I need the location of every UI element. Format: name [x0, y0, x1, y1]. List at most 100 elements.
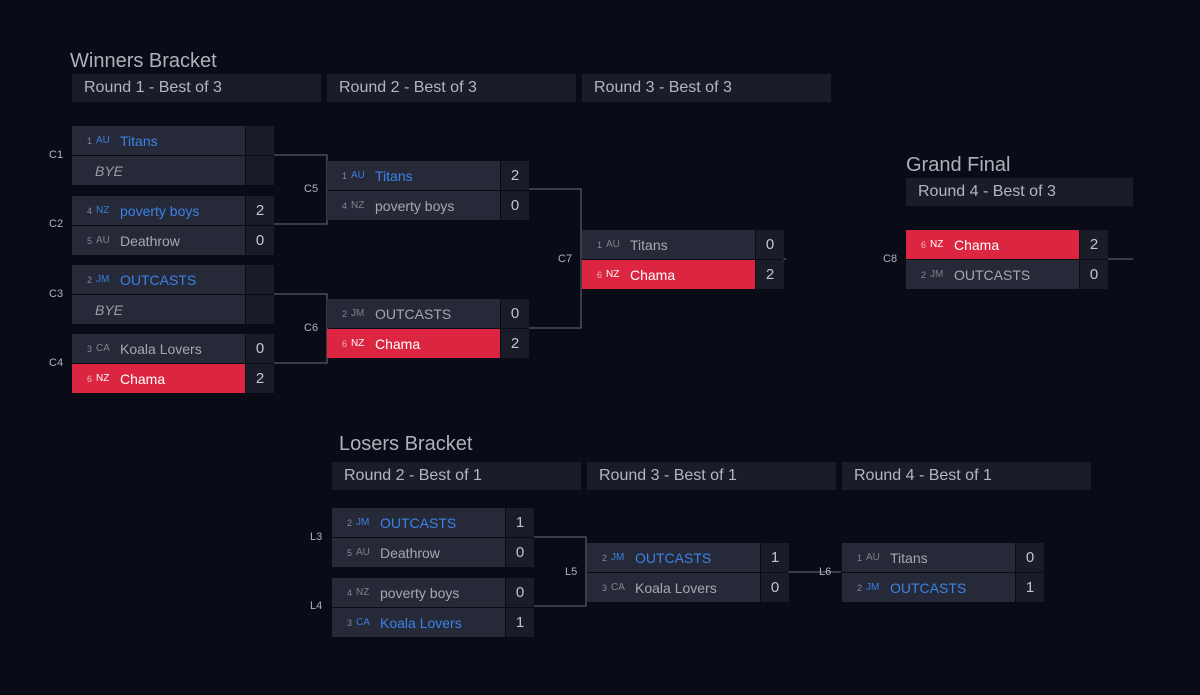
seed: 2 — [341, 308, 347, 319]
team-name[interactable]: Koala Lovers — [635, 579, 717, 596]
country-code: JM — [930, 269, 944, 280]
team-cell: 3 CA Koala Lovers — [587, 573, 760, 602]
match-c6-bottom-slot[interactable]: 6 NZ Chama 2 — [327, 329, 529, 358]
match-label-c1: C1 — [49, 149, 64, 161]
match-c6-top-slot[interactable]: 2 JM OUTCASTS 0 — [327, 299, 529, 328]
team-cell: 4 NZ poverty boys — [327, 191, 500, 220]
team-name[interactable]: Chama — [630, 266, 676, 283]
match-c4-bottom-slot[interactable]: 6 NZ Chama 2 — [72, 364, 274, 393]
match-c3-top-slot[interactable]: 2 JM OUTCASTS — [72, 265, 274, 294]
team-name[interactable]: Koala Lovers — [380, 614, 462, 631]
team-name[interactable]: poverty boys — [380, 584, 460, 601]
team-cell: 1 AU Titans — [842, 543, 1015, 572]
match-c8-bottom-slot[interactable]: 2 JM OUTCASTS 0 — [906, 260, 1108, 289]
connector-c6-c7 — [529, 259, 582, 329]
team-name[interactable]: Chama — [120, 370, 166, 387]
match-l4-bottom-slot[interactable]: 3 CA Koala Lovers 1 — [332, 608, 534, 637]
seed: 3 — [601, 582, 607, 593]
match-c8-top-slot[interactable]: 6 NZ Chama 2 — [906, 230, 1108, 259]
losers-round-3-header: Round 3 - Best of 1 — [587, 462, 836, 490]
score: 2 — [1080, 230, 1108, 259]
match-c8[interactable]: 6 NZ Chama 2 2 JM OUTCASTS 0 — [906, 230, 1108, 290]
team-name[interactable]: OUTCASTS — [954, 266, 1031, 283]
grand-final-round-header: Round 4 - Best of 3 — [906, 178, 1133, 206]
match-l4-top-slot[interactable]: 4 NZ poverty boys 0 — [332, 578, 534, 607]
team-name[interactable]: OUTCASTS — [375, 305, 452, 322]
score: 0 — [1016, 543, 1044, 572]
seed: 1 — [856, 552, 862, 563]
losers-bracket-title: Losers Bracket — [339, 433, 473, 455]
seed: 1 — [341, 170, 347, 181]
team-name[interactable]: Koala Lovers — [120, 340, 202, 357]
match-l3-bottom-slot[interactable]: 5 AU Deathrow 0 — [332, 538, 534, 567]
team-name[interactable]: OUTCASTS — [635, 549, 712, 566]
team-name[interactable]: Titans — [120, 132, 158, 149]
seed: 2 — [346, 517, 352, 528]
match-c1-top-slot[interactable]: 1 AU Titans — [72, 126, 274, 155]
country-code: NZ — [356, 587, 370, 598]
team-name[interactable]: poverty boys — [120, 202, 200, 219]
score: 2 — [501, 161, 529, 190]
country-code: JM — [96, 274, 110, 285]
match-l5-top-slot[interactable]: 2 JM OUTCASTS 1 — [587, 543, 789, 572]
team-name[interactable]: OUTCASTS — [890, 579, 967, 596]
seed: 6 — [86, 373, 92, 384]
match-l6-top-slot[interactable]: 1 AU Titans 0 — [842, 543, 1044, 572]
bye-label: BYE — [95, 162, 124, 179]
match-c2-top-slot[interactable]: 4 NZ poverty boys 2 — [72, 196, 274, 225]
match-c1[interactable]: 1 AU Titans BYE — [72, 126, 274, 186]
team-cell: 5 AU Deathrow — [332, 538, 505, 567]
team-name[interactable]: Chama — [375, 335, 421, 352]
team-cell: 2 JM OUTCASTS — [327, 299, 500, 328]
team-name[interactable]: poverty boys — [375, 197, 455, 214]
connector-l4-l5 — [534, 572, 587, 607]
seed: 1 — [86, 135, 92, 146]
team-name[interactable]: Chama — [954, 236, 1000, 253]
match-c4-top-slot[interactable]: 3 CA Koala Lovers 0 — [72, 334, 274, 363]
country-code: NZ — [606, 269, 620, 280]
match-c2-bottom-slot[interactable]: 5 AU Deathrow 0 — [72, 226, 274, 255]
team-name[interactable]: OUTCASTS — [380, 514, 457, 531]
team-cell: 6 NZ Chama — [327, 329, 500, 358]
team-name[interactable]: OUTCASTS — [120, 271, 197, 288]
score: 1 — [506, 608, 534, 637]
match-c6[interactable]: 2 JM OUTCASTS 0 6 NZ Chama 2 — [327, 299, 529, 359]
team-cell: 1 AU Titans — [582, 230, 755, 259]
team-cell: 4 NZ poverty boys — [72, 196, 245, 225]
team-cell: 2 JM OUTCASTS — [72, 265, 245, 294]
match-c7-bottom-slot[interactable]: 6 NZ Chama 2 — [582, 260, 784, 289]
match-l6[interactable]: 1 AU Titans 0 2 JM OUTCASTS 1 — [842, 543, 1044, 603]
team-name[interactable]: Titans — [630, 236, 668, 253]
score: 0 — [761, 573, 789, 602]
winners-round-1-header: Round 1 - Best of 3 — [72, 74, 321, 102]
country-code: AU — [96, 135, 110, 146]
match-c5[interactable]: 1 AU Titans 2 4 NZ poverty boys 0 — [327, 161, 529, 221]
match-l6-bottom-slot[interactable]: 2 JM OUTCASTS 1 — [842, 573, 1044, 602]
team-name[interactable]: Deathrow — [120, 232, 180, 249]
match-label-l3: L3 — [310, 531, 323, 543]
score — [246, 295, 274, 324]
country-code: NZ — [351, 200, 365, 211]
team-name[interactable]: Titans — [890, 549, 928, 566]
country-code: CA — [611, 582, 625, 593]
match-c3[interactable]: 2 JM OUTCASTS BYE — [72, 265, 274, 325]
match-c7-top-slot[interactable]: 1 AU Titans 0 — [582, 230, 784, 259]
match-c5-bottom-slot[interactable]: 4 NZ poverty boys 0 — [327, 191, 529, 220]
match-c4[interactable]: 3 CA Koala Lovers 0 6 NZ Chama 2 — [72, 334, 274, 394]
team-name[interactable]: Titans — [375, 167, 413, 184]
seed: 3 — [86, 343, 92, 354]
country-code: NZ — [351, 338, 365, 349]
match-l5[interactable]: 2 JM OUTCASTS 1 3 CA Koala Lovers 0 — [587, 543, 789, 603]
match-l5-bottom-slot[interactable]: 3 CA Koala Lovers 0 — [587, 573, 789, 602]
team-name[interactable]: Deathrow — [380, 544, 440, 561]
match-l4[interactable]: 4 NZ poverty boys 0 3 CA Koala Lovers 1 — [332, 578, 534, 638]
country-code: CA — [356, 617, 370, 628]
seed: 2 — [920, 269, 926, 280]
match-l3[interactable]: 2 JM OUTCASTS 1 5 AU Deathrow 0 — [332, 508, 534, 568]
score: 1 — [506, 508, 534, 537]
match-c5-top-slot[interactable]: 1 AU Titans 2 — [327, 161, 529, 190]
match-l3-top-slot[interactable]: 2 JM OUTCASTS 1 — [332, 508, 534, 537]
match-c7[interactable]: 1 AU Titans 0 6 NZ Chama 2 — [582, 230, 784, 290]
match-label-c3: C3 — [49, 288, 64, 300]
match-c2[interactable]: 4 NZ poverty boys 2 5 AU Deathrow 0 — [72, 196, 274, 256]
